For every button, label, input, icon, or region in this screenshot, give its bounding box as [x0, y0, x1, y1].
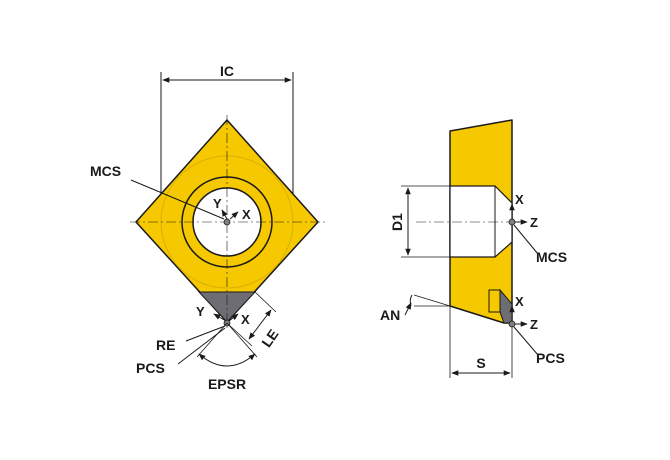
pcs-y-arrow [213, 313, 227, 322]
side-mcs-leader [513, 224, 539, 255]
pcs-x-arrow [228, 313, 239, 322]
mcs-y-label: Y [213, 196, 222, 211]
mcs-leader [130, 179, 225, 220]
side-pcs-label: PCS [536, 350, 565, 366]
epsr-ray-left [196, 322, 228, 358]
side-pcs-leader [513, 326, 539, 356]
side-cutting-edge [499, 288, 513, 324]
side-pcs-z-label: Z [530, 317, 538, 332]
d1-label: D1 [389, 213, 405, 231]
re-leader [185, 325, 226, 342]
an-label: AN [380, 307, 400, 323]
ic-label: IC [220, 63, 234, 79]
side-mcs-label: MCS [536, 249, 567, 265]
mcs-x-arrow [229, 211, 239, 220]
side-bore [449, 185, 513, 258]
side-mcs-point [508, 218, 516, 226]
le-extension-bottom [227, 323, 253, 347]
mcs-label: MCS [90, 163, 121, 179]
side-mcs-z-label: Z [530, 215, 538, 230]
epsr-ray-right [226, 322, 258, 358]
re-label: RE [156, 337, 175, 353]
side-view: D1 X Z MCS AN X Z PCS S [380, 119, 567, 378]
side-mcs-x-label: X [515, 192, 524, 207]
an-flank-extension [413, 294, 451, 307]
mcs-x-label: X [242, 207, 251, 222]
mcs-y-arrow [221, 209, 228, 220]
le-dimension-line [248, 309, 272, 340]
epsr-label: EPSR [208, 376, 246, 392]
an-arrow [404, 302, 412, 316]
epsr-arc [198, 353, 256, 367]
le-label: LE [258, 326, 281, 350]
pcs-y-label: Y [196, 304, 205, 319]
pcs-label: PCS [136, 360, 165, 376]
chip-slot [488, 289, 501, 313]
side-pcs-x-label: X [515, 294, 524, 309]
mcs-point [223, 218, 231, 226]
s-label: S [476, 355, 485, 371]
top-view: IC MCS Y X Y X RE PCS EPSR [90, 63, 325, 392]
pcs-x-label: X [241, 312, 250, 327]
le-extension-top [254, 291, 277, 313]
